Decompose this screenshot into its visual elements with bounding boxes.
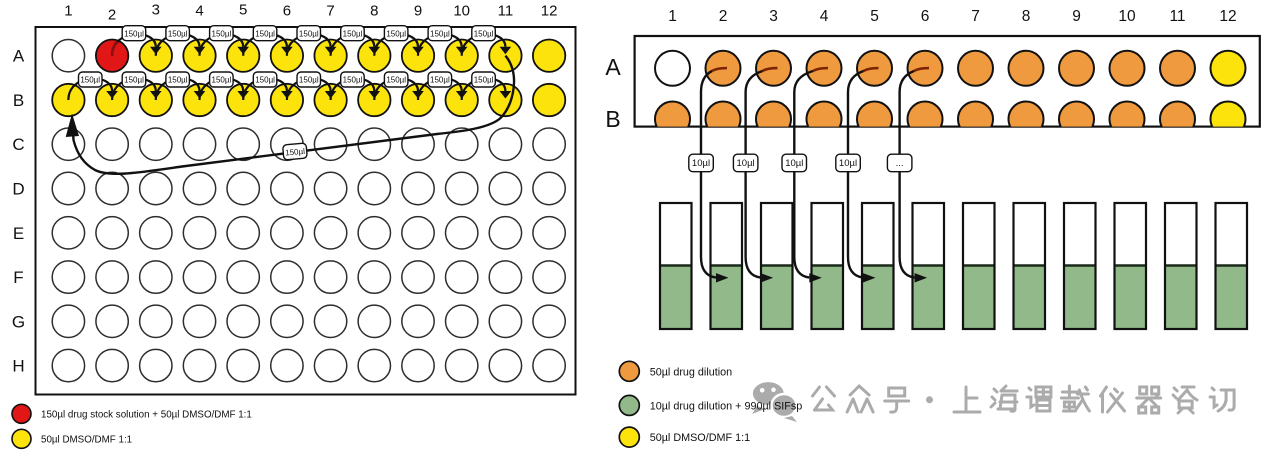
svg-text:C: C (12, 135, 24, 154)
svg-text:6: 6 (921, 8, 930, 25)
svg-text:E: E (13, 224, 24, 243)
svg-text:11: 11 (1169, 8, 1185, 25)
svg-text:D: D (12, 180, 24, 199)
svg-text:5: 5 (870, 8, 879, 25)
svg-text:3: 3 (769, 8, 778, 25)
svg-text:F: F (13, 268, 23, 287)
svg-text:8: 8 (370, 3, 378, 20)
svg-text:11: 11 (498, 3, 514, 20)
svg-text:150µl: 150µl (343, 76, 363, 85)
svg-text:9: 9 (414, 3, 422, 20)
svg-text:150µl: 150µl (80, 76, 100, 85)
svg-text:10: 10 (1118, 8, 1136, 25)
svg-text:5: 5 (239, 2, 247, 19)
svg-text:...: ... (896, 158, 904, 169)
svg-text:12: 12 (541, 3, 558, 20)
svg-text:B: B (13, 91, 24, 110)
svg-text:150µl: 150µl (255, 76, 275, 85)
svg-text:10µl: 10µl (785, 158, 803, 169)
svg-text:50µl DMSO/DMF 1:1: 50µl DMSO/DMF 1:1 (650, 432, 750, 444)
svg-text:3: 3 (152, 2, 160, 19)
svg-text:10µl: 10µl (737, 158, 755, 169)
svg-text:A: A (13, 47, 25, 66)
svg-text:150µl: 150µl (474, 29, 494, 38)
svg-text:9: 9 (1072, 8, 1081, 25)
svg-text:150µl: 150µl (212, 29, 232, 38)
svg-text:12: 12 (1219, 8, 1236, 25)
svg-text:10µl: 10µl (692, 158, 710, 169)
svg-text:150µl: 150µl (386, 76, 406, 85)
svg-text:150µl: 150µl (299, 29, 319, 38)
svg-text:10µl: 10µl (839, 158, 857, 169)
svg-text:10µl drug dilution + 990µl SIF: 10µl drug dilution + 990µl SIFsp (650, 400, 803, 412)
svg-text:150µl: 150µl (168, 29, 188, 38)
svg-text:2: 2 (719, 8, 728, 25)
svg-text:10: 10 (453, 3, 470, 20)
svg-text:150µl: 150µl (430, 76, 450, 85)
svg-text:50µl DMSO/DMF 1:1: 50µl DMSO/DMF 1:1 (41, 434, 132, 445)
svg-text:4: 4 (820, 8, 829, 25)
svg-text:7: 7 (971, 8, 980, 25)
svg-text:150µl: 150µl (343, 29, 363, 38)
svg-text:2: 2 (108, 7, 116, 24)
svg-text:8: 8 (1022, 8, 1031, 25)
svg-text:6: 6 (283, 3, 291, 20)
svg-text:4: 4 (195, 3, 203, 20)
svg-text:150µl: 150µl (285, 147, 306, 158)
svg-text:G: G (12, 312, 25, 331)
svg-text:150µl: 150µl (168, 76, 188, 85)
svg-text:150µl: 150µl (255, 29, 275, 38)
svg-text:150µl: 150µl (386, 29, 406, 38)
svg-text:150µl: 150µl (124, 76, 144, 85)
svg-text:B: B (605, 106, 620, 132)
svg-text:1: 1 (64, 3, 72, 20)
svg-text:A: A (605, 54, 621, 80)
svg-text:150µl: 150µl (124, 29, 144, 38)
svg-text:150µl drug stock solution + 50: 150µl drug stock solution + 50µl DMSO/DM… (41, 409, 252, 420)
svg-text:150µl: 150µl (212, 76, 232, 85)
svg-text:150µl: 150µl (430, 29, 450, 38)
svg-text:7: 7 (326, 3, 334, 20)
svg-text:150µl: 150µl (299, 76, 319, 85)
svg-text:H: H (12, 357, 24, 376)
svg-text:50µl drug dilution: 50µl drug dilution (650, 366, 732, 378)
svg-text:150µl: 150µl (474, 76, 494, 85)
svg-text:1: 1 (668, 8, 677, 25)
